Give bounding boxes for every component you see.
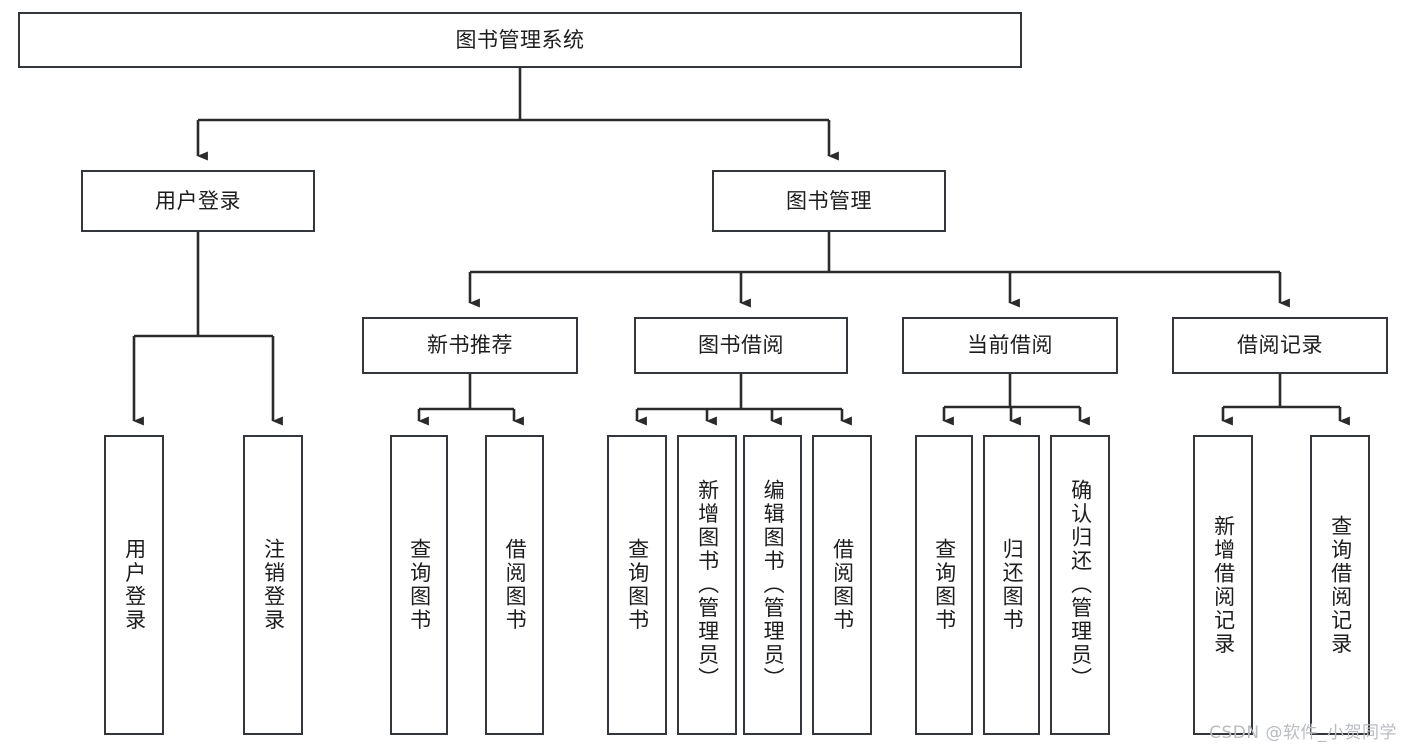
node-leaf-add-book-label: 新增图书（管理员） [695, 479, 720, 691]
node-leaf-borrow-book-1[interactable]: 借阅图书 [485, 435, 544, 735]
node-current-borrow[interactable]: 当前借阅 [902, 317, 1118, 374]
node-current-borrow-label: 当前借阅 [967, 333, 1053, 358]
node-leaf-add-record[interactable]: 新增借阅记录 [1193, 435, 1253, 735]
node-user-login[interactable]: 用户登录 [81, 170, 315, 232]
node-leaf-add-book[interactable]: 新增图书（管理员） [677, 435, 737, 735]
node-leaf-query-book-1-label: 查询图书 [407, 538, 432, 632]
node-leaf-borrow-book-2[interactable]: 借阅图书 [812, 435, 872, 735]
node-new-book-rec-label: 新书推荐 [427, 333, 513, 358]
node-root-label: 图书管理系统 [455, 27, 585, 52]
node-book-manage-label: 图书管理 [786, 188, 872, 213]
csdn-watermark: CSDN @软件_小贺同学 [1209, 723, 1397, 743]
node-book-borrow[interactable]: 图书借阅 [634, 317, 848, 374]
node-root[interactable]: 图书管理系统 [18, 12, 1022, 68]
node-leaf-query-record[interactable]: 查询借阅记录 [1310, 435, 1370, 735]
node-leaf-edit-book-label: 编辑图书（管理员） [761, 479, 786, 691]
node-leaf-add-record-label: 新增借阅记录 [1211, 514, 1236, 656]
node-borrow-record-label: 借阅记录 [1237, 333, 1323, 358]
node-leaf-return-book-label: 归还图书 [1000, 538, 1025, 632]
node-leaf-logout-label: 注销登录 [261, 538, 286, 632]
node-leaf-borrow-book-2-label: 借阅图书 [830, 538, 855, 632]
node-leaf-logout[interactable]: 注销登录 [243, 435, 303, 735]
node-book-manage[interactable]: 图书管理 [712, 170, 946, 232]
node-leaf-query-book-3-label: 查询图书 [932, 538, 957, 632]
node-leaf-query-book-2-label: 查询图书 [625, 538, 650, 632]
node-leaf-confirm-return-label: 确认归还（管理员） [1068, 479, 1093, 691]
node-leaf-query-book-3[interactable]: 查询图书 [915, 435, 973, 735]
node-leaf-borrow-book-1-label: 借阅图书 [503, 538, 528, 632]
node-leaf-return-book[interactable]: 归还图书 [983, 435, 1040, 735]
node-borrow-record[interactable]: 借阅记录 [1172, 317, 1388, 374]
node-book-borrow-label: 图书借阅 [698, 333, 784, 358]
node-leaf-query-book-1[interactable]: 查询图书 [390, 435, 448, 735]
node-user-login-label: 用户登录 [155, 188, 241, 213]
node-leaf-user-login[interactable]: 用户登录 [104, 435, 164, 735]
node-leaf-query-book-2[interactable]: 查询图书 [607, 435, 667, 735]
node-leaf-edit-book[interactable]: 编辑图书（管理员） [743, 435, 802, 735]
node-leaf-confirm-return[interactable]: 确认归还（管理员） [1050, 435, 1110, 735]
node-leaf-query-record-label: 查询借阅记录 [1328, 514, 1353, 656]
node-new-book-rec[interactable]: 新书推荐 [362, 317, 578, 374]
node-leaf-user-login-label: 用户登录 [122, 538, 147, 632]
